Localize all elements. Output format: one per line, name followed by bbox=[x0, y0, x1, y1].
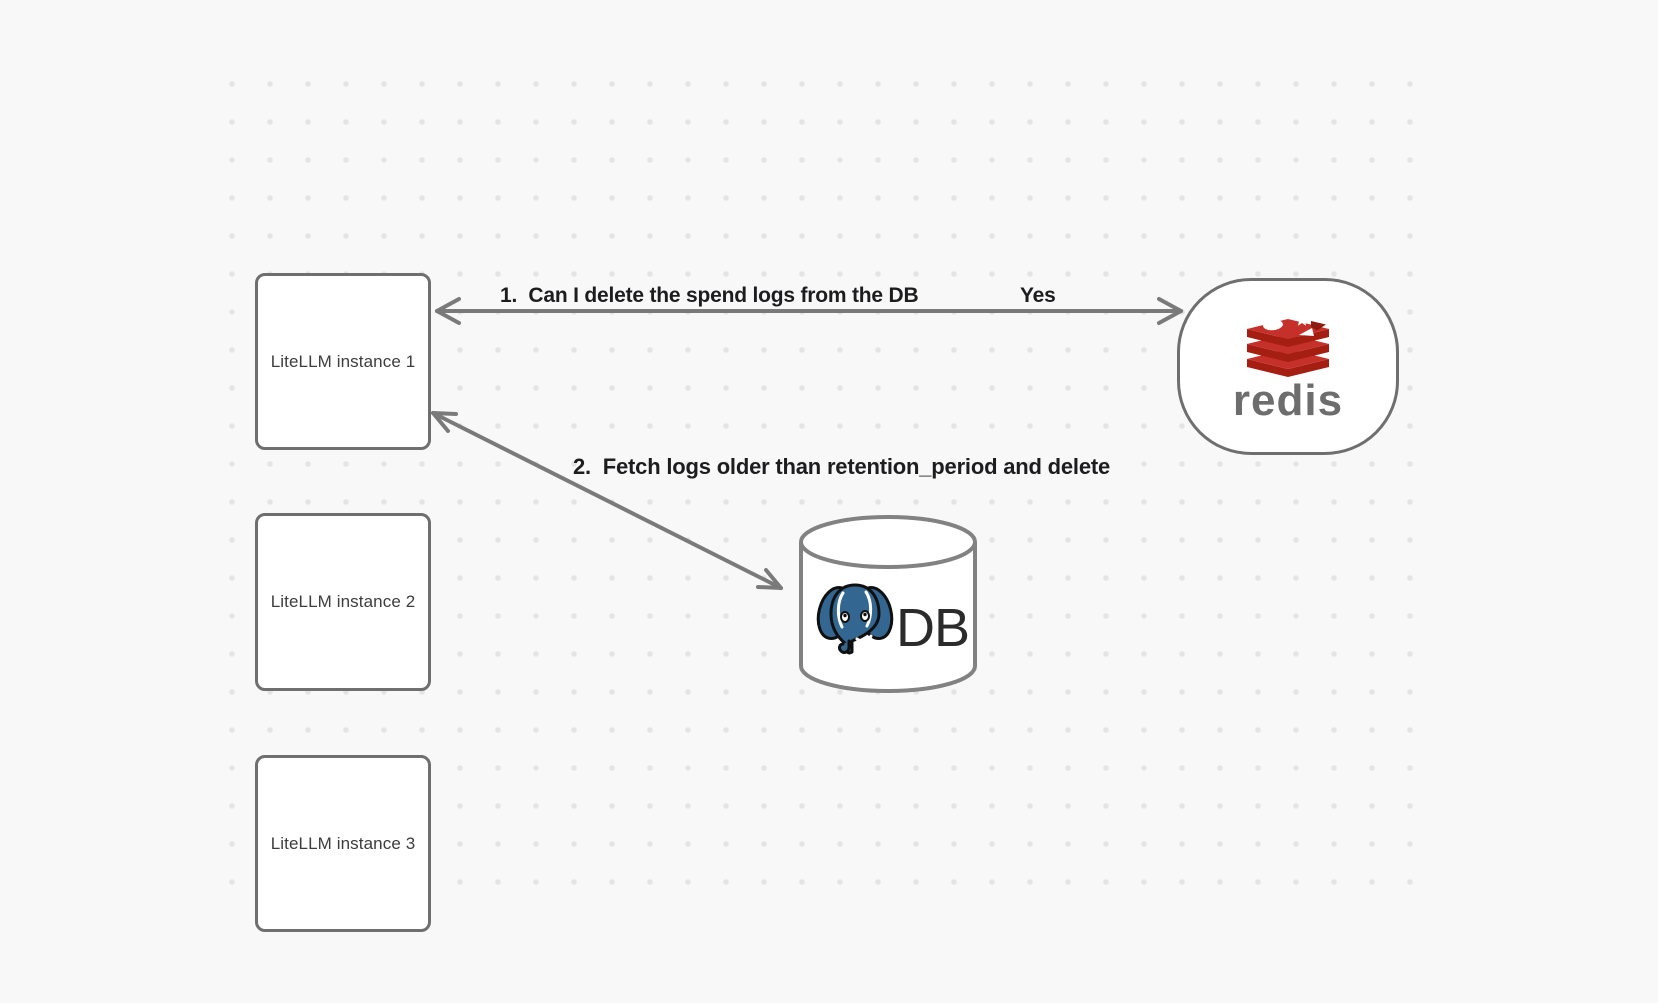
redis-star-glyph bbox=[1295, 313, 1309, 326]
arrow-1-response-label: Yes bbox=[1020, 284, 1056, 307]
arrow-2-label: 2. Fetch logs older than retention_perio… bbox=[573, 454, 1111, 479]
arrow-1-label: 1. Can I delete the spend logs from the … bbox=[500, 284, 919, 307]
arrow-instance1-to-db[interactable] bbox=[431, 411, 783, 590]
node-litellm-instance-2[interactable]: LiteLLM instance 2 bbox=[255, 513, 431, 691]
node-litellm-instance-3[interactable]: LiteLLM instance 3 bbox=[255, 755, 431, 932]
redis-stack-icon bbox=[1247, 313, 1329, 377]
db-label: DB bbox=[896, 598, 970, 658]
postgresql-elephant-icon bbox=[816, 583, 894, 655]
node-label: LiteLLM instance 2 bbox=[270, 592, 416, 611]
node-label: LiteLLM instance 3 bbox=[270, 833, 416, 853]
node-db[interactable]: DB bbox=[799, 515, 977, 693]
node-redis[interactable]: redis bbox=[1177, 278, 1399, 455]
redis-wordmark: redis bbox=[1232, 376, 1344, 425]
node-label: LiteLLM instance 1 bbox=[270, 351, 416, 371]
arrow-redis-to-instance1[interactable] bbox=[435, 297, 1183, 325]
node-litellm-instance-1[interactable]: LiteLLM instance 1 bbox=[255, 273, 431, 450]
